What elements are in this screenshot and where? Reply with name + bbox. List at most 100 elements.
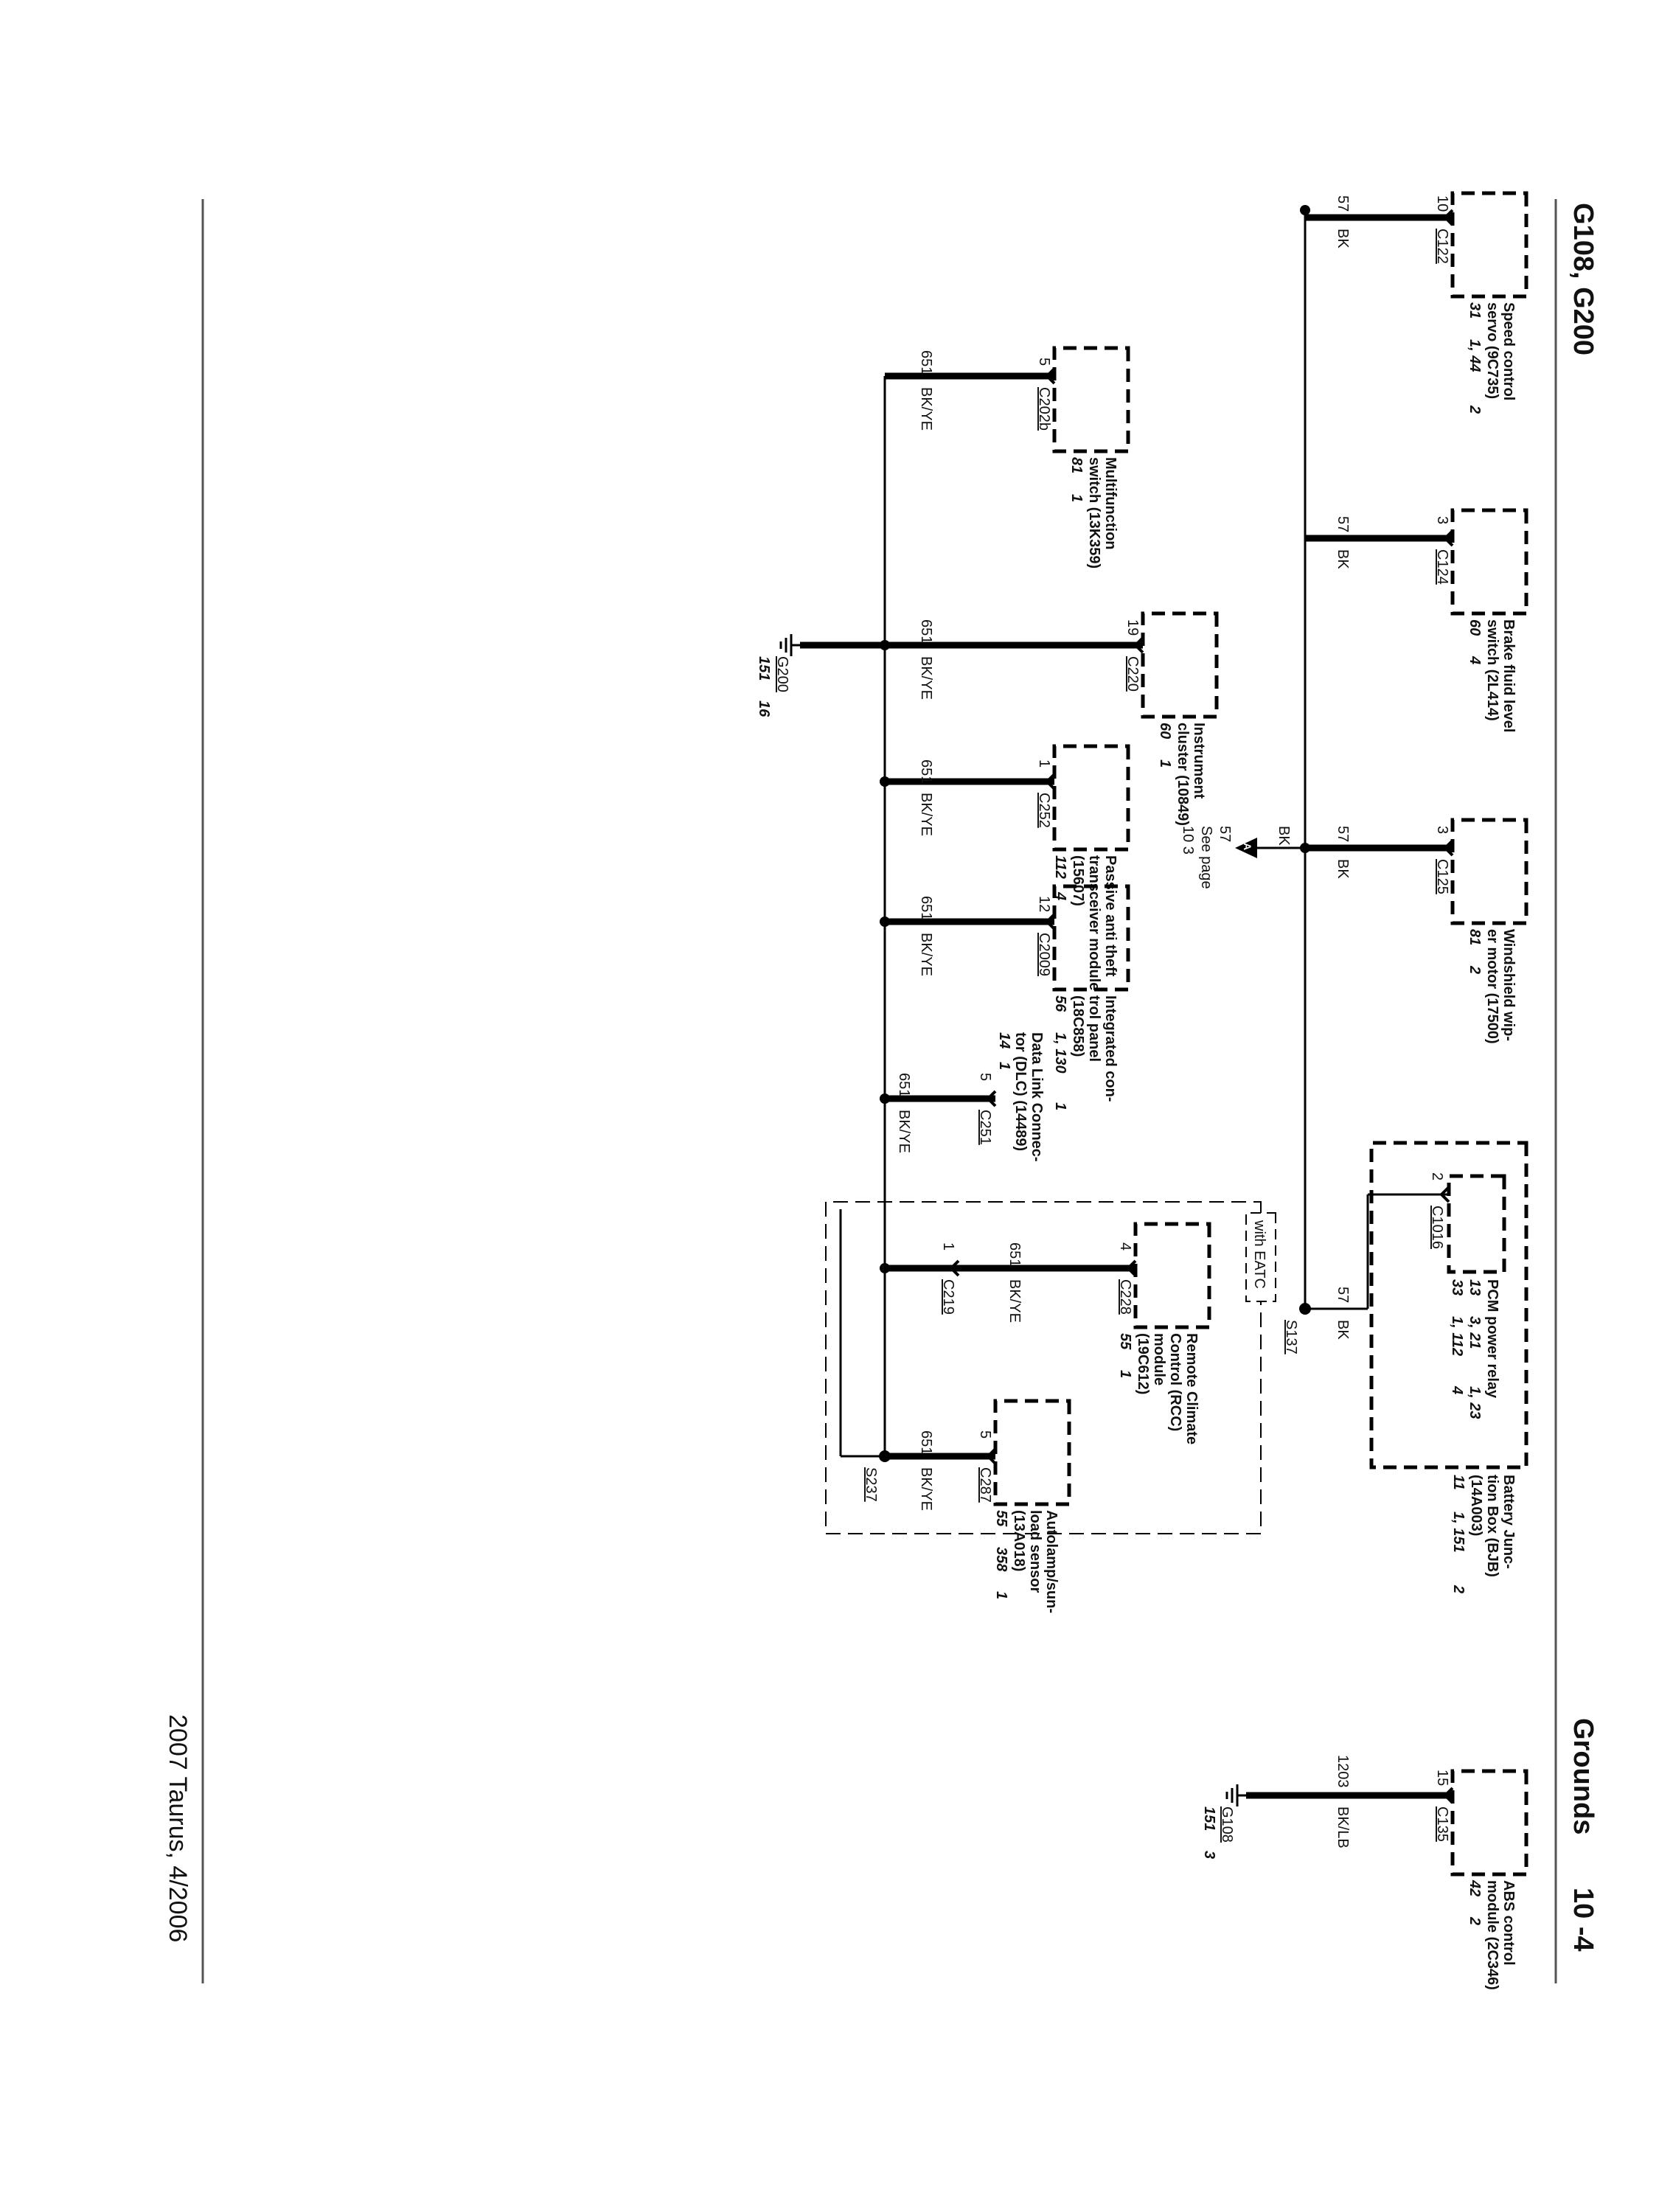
passive-anti-theft-label: Passive anti theft (1102, 855, 1119, 977)
battery-junction-box-ref: 2 (1450, 1585, 1467, 1593)
integrated-control-panel-label: (18C858) (1070, 995, 1086, 1057)
abs-control-module-color: BK/LB (1335, 1806, 1351, 1848)
section-title: Grounds (1568, 1718, 1599, 1834)
pcm-power-relay-ref: 3, 21 (1467, 1316, 1483, 1349)
remote-climate-control-connector: C228 (1117, 1279, 1133, 1315)
multifunction-switch-ref: 1 (1068, 494, 1085, 502)
bus-end-dot (1300, 205, 1310, 215)
splice-s137-label: S137 (1283, 1320, 1299, 1354)
passive-anti-theft-circuit: 651 (918, 759, 934, 784)
brake-fluid-level-switch-label: Brake fluid level (1500, 619, 1517, 732)
autolamp-sensor-circuit: 651 (918, 1430, 934, 1455)
ground-g108-icon (1225, 1784, 1246, 1806)
multifunction-switch-pin: 5 (1036, 358, 1052, 366)
arrow-a-circuit: 57 (1217, 826, 1233, 842)
instrument-cluster-label: cluster (10849) (1175, 723, 1191, 826)
arrow-a-see-page: See page (1198, 826, 1214, 889)
arrow-a-color: BK (1276, 826, 1292, 846)
instrument-cluster-pin: 19 (1124, 619, 1141, 636)
speed-control-servo-ref: 2 (1467, 405, 1483, 414)
speed-control-servo-circuit: 57 (1335, 195, 1351, 212)
autolamp-sensor-ref: 358 (993, 1547, 1009, 1572)
abs-control-module-circuit: 1203 (1335, 1755, 1351, 1788)
splice-s237-label: S237 (863, 1467, 879, 1502)
multifunction-switch-color: BK/YE (918, 387, 934, 431)
speed-control-servo-ref: 1, 44 (1467, 339, 1483, 372)
remote-climate-control-ref: 1 (1117, 1370, 1133, 1378)
ground-g108-ref: 3 (1201, 1851, 1217, 1859)
instrument-cluster-ref: 60 (1157, 723, 1173, 739)
bus-junction-dot (880, 917, 890, 927)
remote-climate-control-label: Remote Climate (1183, 1333, 1200, 1444)
battery-junction-box-ref: 11 (1450, 1475, 1467, 1490)
autolamp-sensor-label: (13A018) (1011, 1510, 1027, 1571)
speed-control-servo-box (1450, 191, 1528, 299)
battery-junction-box-outline (1369, 1141, 1528, 1470)
windshield-wiper-motor-connector: C125 (1434, 859, 1450, 894)
integrated-control-panel-color: BK/YE (918, 933, 934, 976)
windshield-wiper-motor-pin-symbol (1443, 839, 1454, 857)
passive-anti-theft-color: BK/YE (918, 793, 934, 836)
windshield-wiper-motor-color: BK (1335, 859, 1351, 879)
remote-climate-control-color: BK/YE (1006, 1279, 1023, 1323)
windshield-wiper-motor-pin: 3 (1434, 826, 1450, 834)
pcm-power-relay-pin-symbol (1439, 1186, 1450, 1203)
remote-climate-control-pin: 4 (1117, 1242, 1133, 1251)
abs-control-module-pin-symbol (1443, 1787, 1454, 1804)
speed-control-servo-ref: 31 (1467, 302, 1483, 319)
pcm-power-relay-ref: 4 (1449, 1385, 1465, 1394)
ground-g200-ref: 151 (756, 656, 772, 681)
remote-climate-control-circuit: 651 (1006, 1242, 1023, 1267)
arrow-a-page-ref: 10 3 (1180, 826, 1196, 855)
abs-control-module-label: ABS control (1500, 1880, 1517, 1966)
speed-control-servo-pin-symbol (1443, 209, 1454, 226)
pcm-power-relay-ref: 33 (1449, 1279, 1465, 1295)
windshield-wiper-motor-ref: 81 (1467, 929, 1483, 945)
ground-g200-label: G200 (774, 656, 790, 692)
pcm-power-relay-ref: 1, 112 (1449, 1316, 1465, 1356)
autolamp-sensor-box (993, 1399, 1071, 1506)
windshield-wiper-motor-box (1450, 818, 1528, 925)
battery-junction-box-label: tion Box (BJB) (1484, 1475, 1500, 1577)
abs-control-module-label: module (2C346) (1484, 1880, 1500, 1990)
data-link-connector-color: BK/YE (896, 1110, 912, 1153)
autolamp-sensor-ref: 55 (993, 1510, 1009, 1527)
multifunction-switch-circuit: 651 (918, 350, 934, 375)
integrated-control-panel-label: trol panel (1086, 995, 1102, 1062)
windshield-wiper-motor-ref: 2 (1467, 965, 1483, 974)
pcm-power-relay-connector: C1016 (1429, 1206, 1445, 1249)
battery-junction-box-label: (14A003) (1468, 1475, 1484, 1536)
arrow-a-icon (1235, 838, 1257, 858)
windshield-wiper-motor-label: Windshield wip- (1500, 929, 1517, 1041)
integrated-control-panel-circuit: 651 (918, 896, 934, 920)
abs-control-module-ref: 2 (1467, 1916, 1483, 1925)
speed-control-servo-pin: 10 (1434, 195, 1450, 212)
remote-climate-control-pin-symbol (1126, 1259, 1137, 1277)
abs-control-module-connector: C135 (1434, 1806, 1450, 1842)
brake-fluid-level-switch-ref: 4 (1467, 655, 1483, 664)
integrated-control-panel-connector: C2009 (1036, 933, 1052, 976)
remote-climate-control-label: Control (RCC) (1167, 1333, 1183, 1431)
eatc-option-box (825, 1201, 1262, 1534)
s137-circuit: 57 (1335, 1287, 1351, 1303)
bus-junction-dot (880, 640, 890, 650)
splice-s137-dot (1299, 1303, 1311, 1315)
speed-control-servo-label: Speed control (1500, 302, 1517, 400)
integrated-control-panel-ref: 56 (1052, 995, 1068, 1012)
autolamp-sensor-color: BK/YE (918, 1467, 934, 1511)
autolamp-sensor-label: Autolamp/sun- (1043, 1510, 1060, 1613)
bus-junction-dot (880, 1263, 890, 1273)
passive-anti-theft-ref: 112 (1052, 855, 1068, 879)
diagram-title: G108, G200 (1568, 203, 1599, 355)
instrument-cluster-ref: 1 (1157, 759, 1173, 768)
splice-s237-dot (879, 1450, 891, 1462)
brake-fluid-level-switch-circuit: 57 (1335, 516, 1351, 532)
battery-junction-box-ref: 1, 151 (1450, 1512, 1467, 1553)
passive-anti-theft-connector: C252 (1036, 793, 1052, 828)
page-number: 10 -4 (1568, 1888, 1599, 1952)
windshield-wiper-motor-circuit: 57 (1335, 826, 1351, 842)
multifunction-switch-connector: C202b (1036, 387, 1052, 431)
multifunction-switch-label: switch (13K359) (1086, 457, 1102, 568)
